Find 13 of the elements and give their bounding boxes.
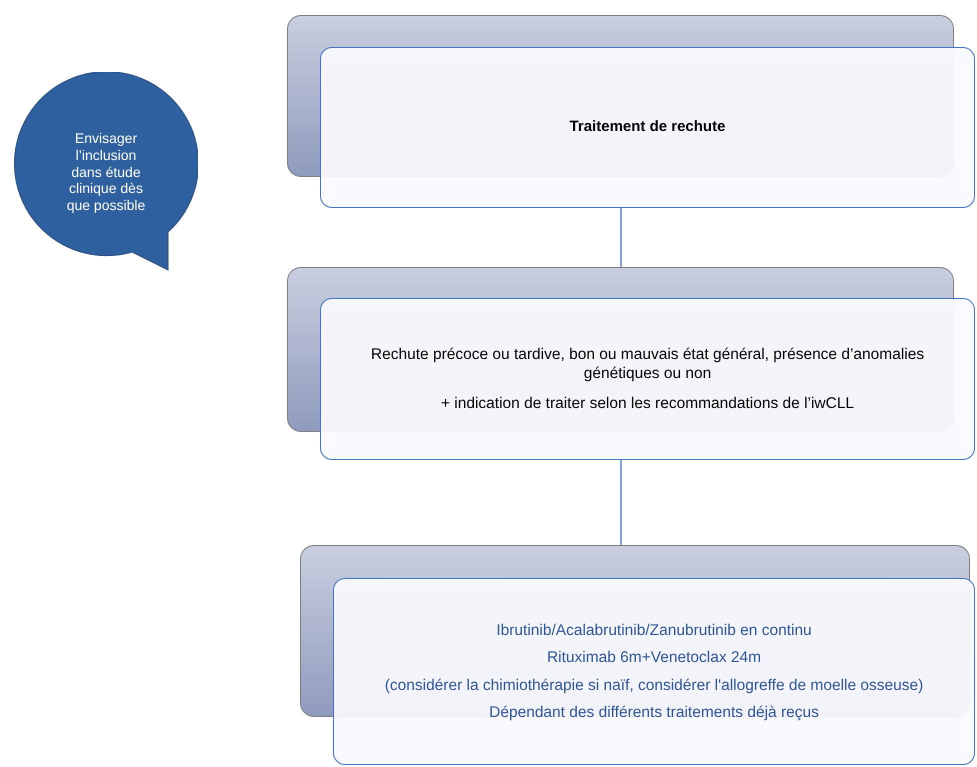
process-box	[320, 298, 975, 460]
box-text: Ibrutinib/Acalabrutinib/Zanubrutinib en continu	[496, 620, 812, 640]
box-text: + indication de traiter selon les recommandations de l’iwCLL	[440, 394, 854, 414]
box-text: Dépendant des différents traitements déjà reçus	[489, 702, 819, 722]
box-text: Traitement de rechute	[570, 118, 726, 137]
process-box	[333, 578, 975, 765]
box-text: Rituximab 6m+Venetoclax 24m	[546, 648, 762, 668]
box-text: Rechute précoce ou tardive, bon ou mauvais état général, présence d’anomalies génétiques ou non	[370, 344, 926, 384]
bubble-text: Envisager l’inclusion dans étude clinique dès que possible	[66, 130, 146, 214]
connector-line	[620, 460, 622, 545]
connector-line	[620, 208, 622, 267]
process-box	[320, 47, 975, 208]
box-text: (considérer la chimiothérapie si naïf, considérer l'allogreffe de moelle osseuse)	[384, 676, 924, 695]
